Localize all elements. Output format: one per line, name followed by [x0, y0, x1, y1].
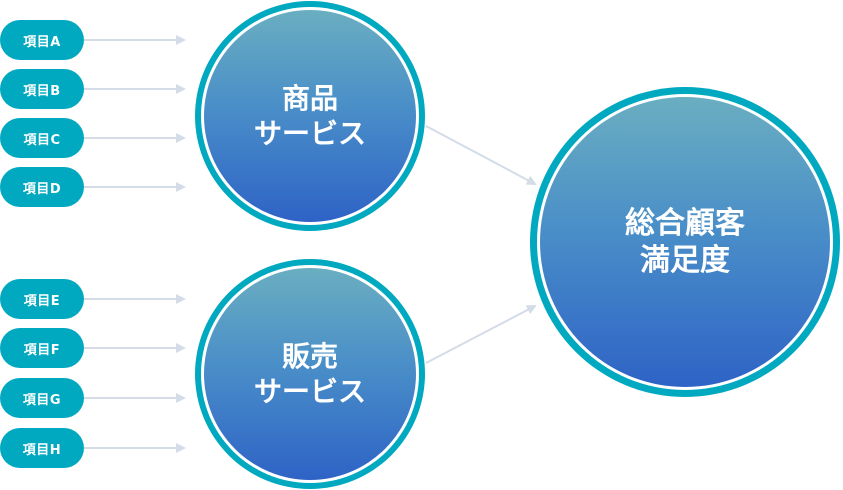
arrow-sales-to-total	[425, 305, 537, 364]
item-pill-e: 項目E	[0, 279, 84, 319]
item-label: 項目G	[22, 392, 62, 408]
item-pill-h: 項目H	[0, 428, 84, 468]
item-pill-f: 項目F	[0, 328, 84, 368]
arrow-product-to-total	[425, 125, 537, 185]
item-label: 項目C	[23, 132, 61, 148]
sales-service-circle: 販売 サービス	[195, 259, 425, 489]
sales-service-line2: サービス	[253, 375, 366, 408]
item-pill-c: 項目C	[0, 118, 84, 158]
total-satisfaction-line2: 満足度	[640, 243, 730, 278]
product-service-line1: 商品	[281, 82, 338, 115]
product-service-line2: サービス	[253, 117, 366, 150]
item-pill-b: 項目B	[0, 69, 84, 109]
product-service-circle: 商品 サービス	[195, 1, 425, 231]
item-pill-d: 項目D	[0, 167, 84, 207]
item-label: 項目A	[23, 34, 61, 50]
sales-service-line1: 販売	[281, 340, 338, 373]
item-label: 項目D	[22, 181, 62, 197]
item-label: 項目B	[23, 83, 61, 99]
item-label: 項目F	[23, 342, 61, 358]
total-satisfaction-line1: 総合顧客	[625, 205, 745, 241]
item-label: 項目H	[22, 442, 62, 458]
item-label: 項目E	[23, 293, 61, 309]
item-pill-a: 項目A	[0, 20, 84, 60]
total-satisfaction-circle: 総合顧客 満足度	[530, 87, 840, 397]
item-pill-g: 項目G	[0, 378, 84, 418]
